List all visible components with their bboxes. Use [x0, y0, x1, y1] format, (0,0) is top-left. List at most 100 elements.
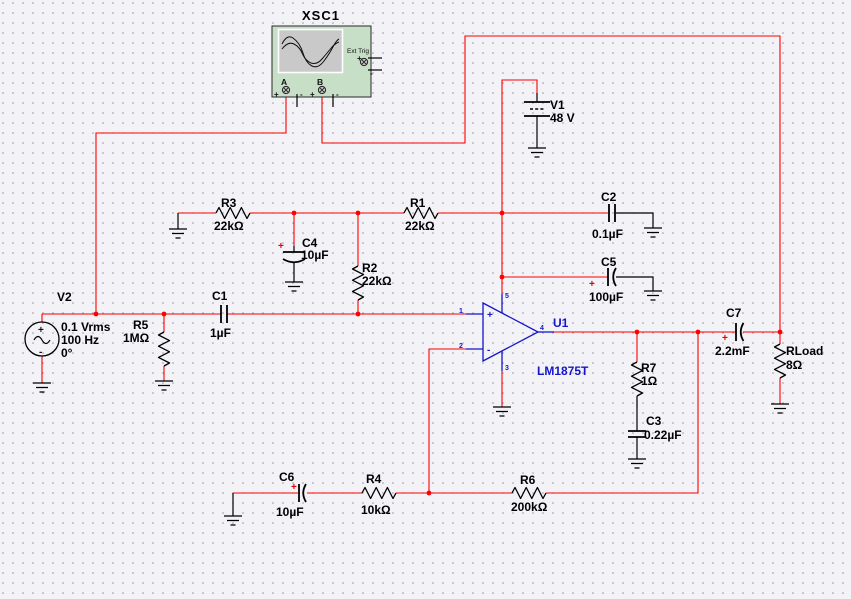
v2-sine-icon [33, 335, 51, 345]
c2-value: 0.1µF [592, 227, 623, 241]
c7-value: 2.2mF [715, 344, 750, 358]
c3-value: 0.22µF [644, 428, 682, 442]
opamp-triangle[interactable] [482, 301, 540, 363]
wire-inverting-input [428, 348, 466, 493]
lead-c5-gnd [616, 276, 654, 291]
opamp-pin1-number: 1 [459, 308, 463, 315]
capacitor-c5[interactable]: + C5 100µF [589, 255, 623, 304]
r6-value: 200kΩ [511, 500, 548, 514]
resistor-r6[interactable]: R6 200kΩ [511, 473, 548, 514]
channel-b-minus-mark: - [336, 90, 339, 99]
resistor-r7[interactable]: R7 1Ω [630, 361, 658, 397]
channel-a-label: A [281, 77, 287, 87]
c5-refdes: C5 [601, 255, 617, 269]
r7-refdes: R7 [641, 361, 657, 375]
c4-refdes: C4 [302, 236, 318, 250]
r4-value: 10kΩ [361, 503, 391, 517]
opamp-part-number: LM1875T [537, 364, 589, 378]
c4-polarity-mark: + [278, 241, 284, 252]
scope-screen [277, 28, 344, 74]
v2-refdes: V2 [57, 290, 72, 304]
ac-source-v2[interactable]: + - V2 0.1 Vrms 100 Hz 0° [24, 290, 111, 360]
lead-c2-gnd [616, 212, 654, 228]
v2-phase: 0° [61, 346, 73, 360]
channel-a-minus-mark: - [300, 90, 303, 99]
waveform-trace-b [281, 41, 340, 64]
c7-refdes: C7 [726, 306, 742, 320]
c6-polarity-mark: + [291, 482, 297, 493]
resistor-r2[interactable]: R2 22kΩ [351, 261, 393, 301]
resistor-r4[interactable]: R4 10kΩ [361, 472, 397, 517]
v2-frequency: 100 Hz [61, 333, 99, 347]
channel-a-terminal-icon[interactable] [281, 85, 291, 95]
c4-value: 10µF [301, 248, 329, 262]
c7-plate-minus [739, 322, 745, 342]
junction-dot [291, 210, 297, 216]
r3-value: 22kΩ [214, 219, 244, 233]
channel-b-label: B [317, 77, 323, 87]
c3-refdes: C3 [646, 414, 662, 428]
opamp-pin3-number: 3 [505, 365, 509, 372]
oscilloscope-xsc1[interactable]: XSC1 Ext Trig + - A B + - + - [271, 8, 382, 107]
r3-refdes: R3 [221, 196, 237, 210]
junction-dot [777, 329, 783, 335]
circuit-wires[interactable] [41, 35, 781, 494]
resistor-rload[interactable]: RLoad 8Ω [773, 343, 824, 379]
r2-refdes: R2 [362, 261, 378, 275]
r1-refdes: R1 [410, 196, 426, 210]
v2-plus-mark: + [38, 325, 44, 336]
r1-value: 22kΩ [405, 219, 435, 233]
c5-polarity-mark: + [589, 279, 595, 290]
c1-refdes: C1 [212, 289, 228, 303]
junction-dot [499, 210, 505, 216]
capacitor-c4[interactable]: + C4 10µF [278, 236, 329, 264]
capacitor-c2[interactable]: C2 0.1µF [592, 190, 623, 241]
scope-refdes: XSC1 [302, 8, 340, 23]
r7-value: 1Ω [641, 374, 658, 388]
v1-value: 48 V [550, 111, 575, 125]
junction-dot [161, 311, 167, 317]
c5-value: 100µF [589, 290, 623, 304]
channel-b-plus-mark: + [310, 90, 315, 99]
wire-channel-b [321, 35, 781, 332]
junction-dot [499, 274, 505, 280]
opamp-plus-mark: + [487, 310, 493, 321]
capacitor-c6[interactable]: + C6 10µF [276, 470, 307, 519]
c6-value: 10µF [276, 505, 304, 519]
opamp-refdes: U1 [553, 316, 569, 330]
junction-dot [93, 311, 99, 317]
ext-trig-plus-mark: + [357, 54, 362, 63]
resistor-r1[interactable]: R1 22kΩ [403, 196, 439, 233]
r2-value: 22kΩ [362, 274, 392, 288]
junction-dot [355, 311, 361, 317]
r5-value: 1MΩ [123, 331, 150, 345]
junction-dot [634, 329, 640, 335]
resistor-r3[interactable]: R3 22kΩ [214, 196, 251, 233]
wire-feedback-right [546, 332, 699, 494]
v2-minus-mark: - [39, 347, 42, 358]
v2-amplitude: 0.1 Vrms [61, 320, 111, 334]
junction-dot [355, 210, 361, 216]
ext-trig-minus-mark: - [370, 69, 373, 78]
c4-plate-minus [282, 258, 306, 264]
v1-refdes: V1 [550, 98, 565, 112]
dc-source-v1[interactable]: V1 48 V [524, 98, 575, 125]
c7-polarity-mark: + [722, 333, 728, 344]
ext-trig-label: Ext Trig [347, 48, 369, 55]
r6-refdes: R6 [520, 473, 536, 487]
r4-refdes: R4 [366, 472, 382, 486]
r5-refdes: R5 [133, 318, 149, 332]
capacitor-c1[interactable]: C1 1µF [210, 289, 231, 340]
channel-b-terminal-icon[interactable] [317, 85, 327, 95]
v2-symbol[interactable] [24, 321, 60, 357]
resistor-r5[interactable]: R5 1MΩ [123, 318, 171, 367]
opamp-u1[interactable]: + - 1 2 5 3 4 U1 LM1875T [459, 293, 589, 378]
rload-value: 8Ω [786, 358, 803, 372]
c6-plate-minus [302, 483, 307, 503]
capacitor-c3[interactable]: C3 0.22µF [628, 414, 682, 442]
capacitor-c7[interactable]: + C7 2.2mF [715, 306, 750, 358]
c6-refdes: C6 [279, 470, 295, 484]
opamp-pin5-number: 5 [505, 293, 509, 300]
c2-refdes: C2 [601, 190, 617, 204]
